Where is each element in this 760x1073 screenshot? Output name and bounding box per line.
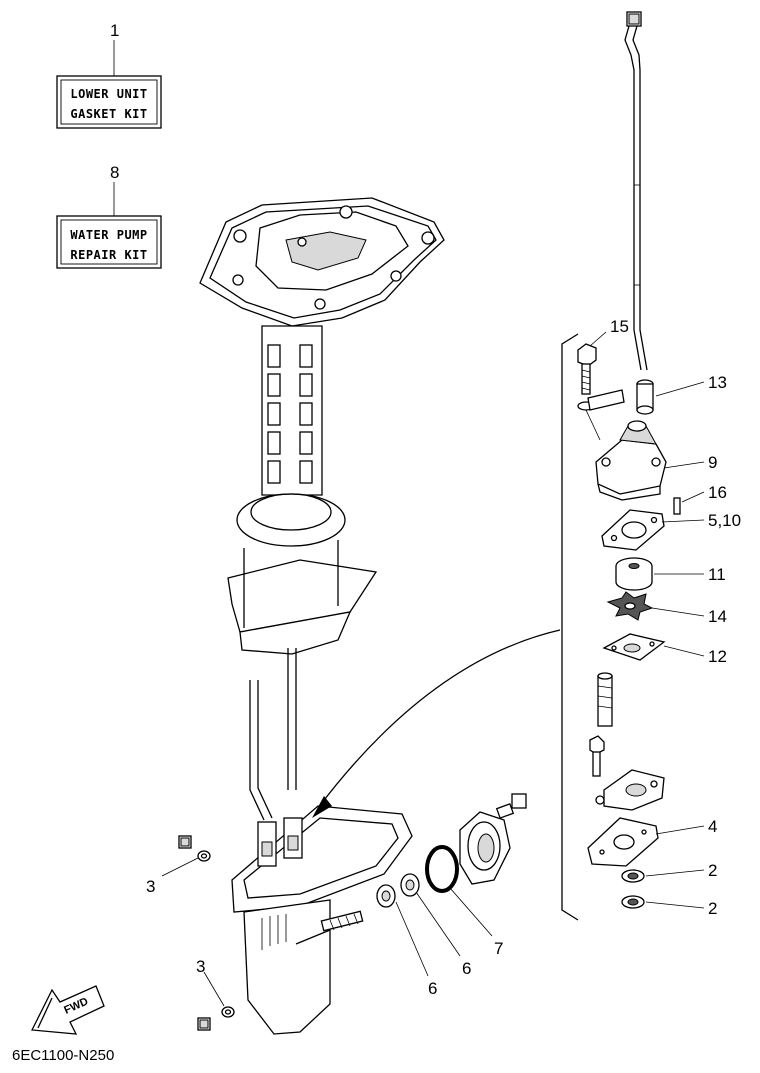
gearcase-body <box>243 899 331 1035</box>
callout-9: 9 <box>708 453 717 472</box>
kit-8-box-outer <box>56 215 162 269</box>
callout-11: 11 <box>708 565 726 584</box>
bearing-2b <box>621 895 645 909</box>
callout-4: 4 <box>708 817 717 836</box>
callout-7: 7 <box>494 939 503 958</box>
bearing-2a <box>621 869 645 883</box>
grommet-13 <box>636 379 654 415</box>
callout-3a: 3 <box>146 877 155 896</box>
bolt-3-lower <box>197 1006 235 1031</box>
callout-12: 12 <box>708 647 727 666</box>
fwd-arrow: FWD <box>30 985 105 1035</box>
callout-6a: 6 <box>428 979 437 998</box>
oil-seal-6b <box>400 873 420 897</box>
assembly-arrow <box>317 629 561 809</box>
callout-6b: 6 <box>462 959 471 978</box>
impeller-14 <box>606 591 654 621</box>
kit-8-line2: REPAIR KIT <box>70 248 147 262</box>
kit-8-box-inner <box>60 219 158 265</box>
exploded-bracket <box>561 333 579 921</box>
callout-16: 16 <box>708 483 727 502</box>
kit-number-8: 8 <box>110 163 119 182</box>
o-ring-7 <box>425 845 459 893</box>
kit-1-box-outer <box>56 75 162 129</box>
cartridge-11 <box>615 557 653 591</box>
kit-1-box-inner <box>60 79 158 125</box>
leader-lines <box>161 331 705 1007</box>
shaft-sleeve <box>597 672 613 727</box>
gasket-5-10 <box>601 509 665 551</box>
water-tube <box>624 11 648 371</box>
pump-housing-9 <box>595 420 667 501</box>
bolt-3-upper <box>178 835 211 862</box>
upper-casing <box>199 197 445 821</box>
callout-14: 14 <box>708 607 727 626</box>
oil-seal-6a <box>376 884 396 908</box>
callout-2b: 2 <box>708 899 717 918</box>
callout-3b: 3 <box>196 957 205 976</box>
base-plate <box>589 735 665 811</box>
gearcase <box>231 805 413 1035</box>
callout-15: 15 <box>610 317 629 336</box>
callout-13: 13 <box>708 373 727 392</box>
gearcase-top <box>231 805 413 913</box>
kit-8-line1: WATER PUMP <box>70 228 147 242</box>
kit-8-group: 8 WATER PUMP REPAIR KIT <box>56 163 162 269</box>
gasket-4 <box>587 817 659 867</box>
fwd-arrow-shape <box>30 985 105 1035</box>
kit-1-line2: GASKET KIT <box>70 107 147 121</box>
pin-16 <box>673 497 681 515</box>
kit-1-line1: LOWER UNIT <box>70 87 147 101</box>
bolt-15 <box>577 343 625 441</box>
diagram-code: 6EC1100-N250 <box>12 1047 114 1064</box>
callout-5-10: 5,10 <box>708 511 741 530</box>
kit-1-group: 1 LOWER UNIT GASKET KIT <box>56 21 162 129</box>
callout-2a: 2 <box>708 861 717 880</box>
outer-plate-12 <box>602 633 666 661</box>
kit-number-1: 1 <box>110 21 119 40</box>
bearing-housing <box>459 793 527 885</box>
